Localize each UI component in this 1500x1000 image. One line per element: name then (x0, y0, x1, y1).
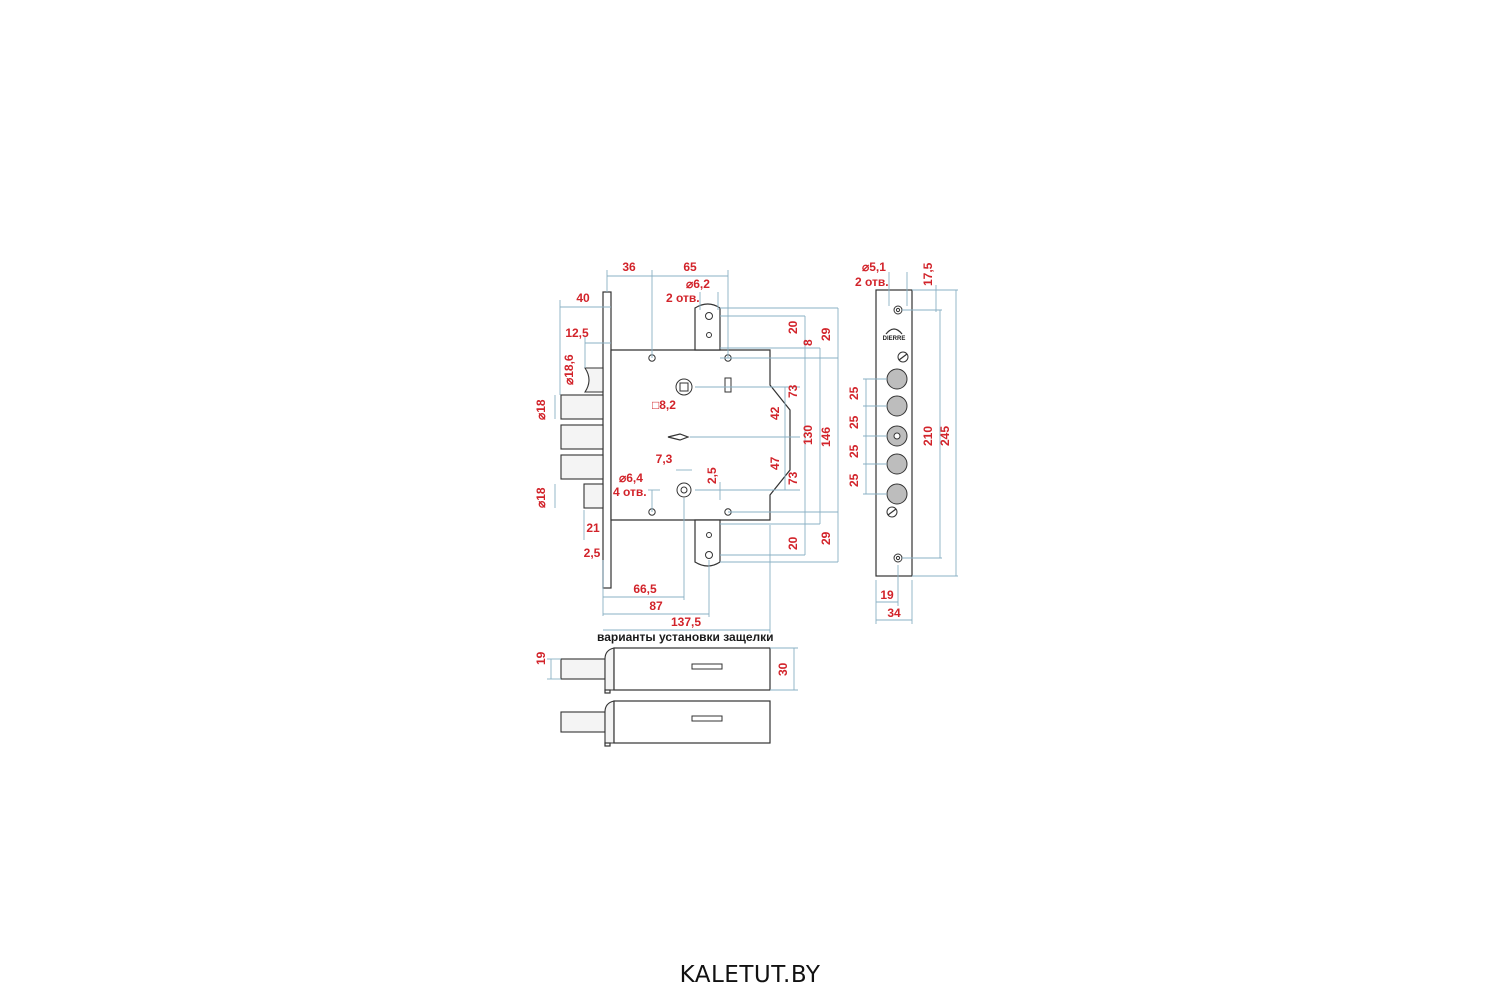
spacing-4: 25 (847, 473, 861, 487)
latch-slot (724, 377, 732, 393)
dim-17-5: 17,5 (921, 262, 935, 286)
dim-210: 210 (921, 426, 935, 446)
latch-1-bolt (560, 658, 606, 680)
latch-2-slot (691, 715, 723, 722)
dim-right-42: 42 (768, 406, 782, 420)
dim-65: 65 (683, 260, 697, 274)
faceplate-bolt-1 (886, 368, 908, 390)
latch-bolt (583, 367, 604, 393)
latch-2-bolt (560, 711, 606, 733)
spacing-2: 25 (847, 415, 861, 429)
lock-case (610, 349, 791, 521)
dim-cyl-2-5: 2,5 (705, 467, 719, 484)
handle-square (679, 382, 689, 392)
latch-variant-1 (560, 647, 771, 694)
dim-right-29-bottom: 29 (819, 531, 833, 545)
deadbolt-1 (560, 394, 604, 420)
dim-right-130: 130 (801, 425, 815, 445)
faceplate-hole-top-inner (895, 307, 901, 313)
spacing-3: 25 (847, 444, 861, 458)
dim-right-20-bottom: 20 (786, 536, 800, 550)
spacing-1: 25 (847, 386, 861, 400)
dim-245: 245 (938, 426, 952, 446)
bottom-mounting-lug (694, 519, 721, 567)
dim-12-5: 12,5 (565, 326, 589, 340)
dim-right-73-bottom: 73 (786, 471, 800, 485)
faceplate-bolt-3 (886, 453, 908, 475)
dim-bolt-dia-2: ⌀18 (534, 487, 548, 508)
faceplate-logo: DIERRE (883, 336, 906, 342)
dim-36: 36 (622, 260, 636, 274)
dim-bolt-dia-1: ⌀18 (534, 399, 548, 420)
bottom-lug-hole (705, 551, 713, 559)
dim-right-146: 146 (819, 427, 833, 447)
latch-2-case (613, 700, 771, 744)
cylinder-core (680, 486, 688, 494)
latch-dimension-lines (547, 647, 798, 691)
dim-40: 40 (576, 291, 590, 305)
latch-2-front (604, 742, 611, 747)
dim-21: 21 (586, 521, 600, 535)
deadbolt-2 (560, 424, 604, 450)
top-mounting-lug (694, 303, 721, 351)
auxiliary-bolt (583, 483, 604, 509)
top-lug-hole (705, 312, 713, 320)
latch-variants-caption: варианты установки защелки (597, 630, 774, 644)
faceplate-dimension-labels: ⌀5,1 2 отв. 17,5 25 25 25 25 210 245 19 … (847, 260, 952, 620)
dim-137-5: 137,5 (671, 615, 701, 629)
mount-hole-count: 4 отв. (613, 485, 647, 499)
latch-dim-30: 30 (776, 662, 790, 676)
dim-latch-dia: ⌀18,6 (562, 354, 576, 385)
latch-1-front (604, 689, 611, 694)
main-dimension-labels: 36 65 ⌀6,2 2 отв. 40 12,5 ⌀18,6 ⌀18 ⌀18 … (534, 260, 833, 629)
top-holes-dia: ⌀6,2 (686, 277, 710, 291)
dim-19-faceplate: 19 (880, 588, 894, 602)
latch-dim-19: 19 (534, 651, 548, 665)
lock-front-bar (602, 291, 612, 589)
lock-body-view (560, 291, 791, 589)
dim-right-20-top: 20 (786, 320, 800, 334)
dim-right-8: 8 (801, 339, 815, 346)
mount-hole-dia: ⌀6,4 (619, 471, 643, 485)
dim-7-3: 7,3 (656, 452, 673, 466)
faceplate-hole-dia: ⌀5,1 (862, 260, 886, 274)
dim-right-29-top: 29 (819, 327, 833, 341)
top-lug-slot (706, 332, 712, 338)
dim-right-47: 47 (768, 456, 782, 470)
latch-1-head (604, 647, 615, 691)
square-size: □8,2 (652, 398, 676, 412)
dim-right-73-top: 73 (786, 384, 800, 398)
key-slot (667, 433, 690, 441)
faceplate-bolt-2 (886, 395, 908, 417)
dim-2-5: 2,5 (584, 546, 601, 560)
faceplate-logo-mark (885, 328, 903, 335)
latch-variant-2 (560, 700, 771, 747)
faceplate-bolt-4 (886, 483, 908, 505)
dim-34: 34 (887, 606, 901, 620)
latch-1-slot (691, 663, 723, 670)
faceplate-dimension-lines (863, 272, 958, 624)
dim-87: 87 (649, 599, 663, 613)
faceplate-hole-bottom-inner (895, 555, 901, 561)
latch-2-head (604, 700, 615, 744)
deadbolt-3 (560, 454, 604, 480)
faceplate-hole-count: 2 отв. (855, 275, 889, 289)
faceplate-view: DIERRE (875, 289, 913, 577)
faceplate-latch-core (893, 432, 901, 440)
top-holes-count: 2 отв. (666, 291, 700, 305)
main-dimension-lines (554, 270, 839, 633)
dim-66-5: 66,5 (633, 582, 657, 596)
bottom-lug-slot (706, 532, 712, 538)
site-brand: KALETUT.BY (679, 962, 821, 988)
